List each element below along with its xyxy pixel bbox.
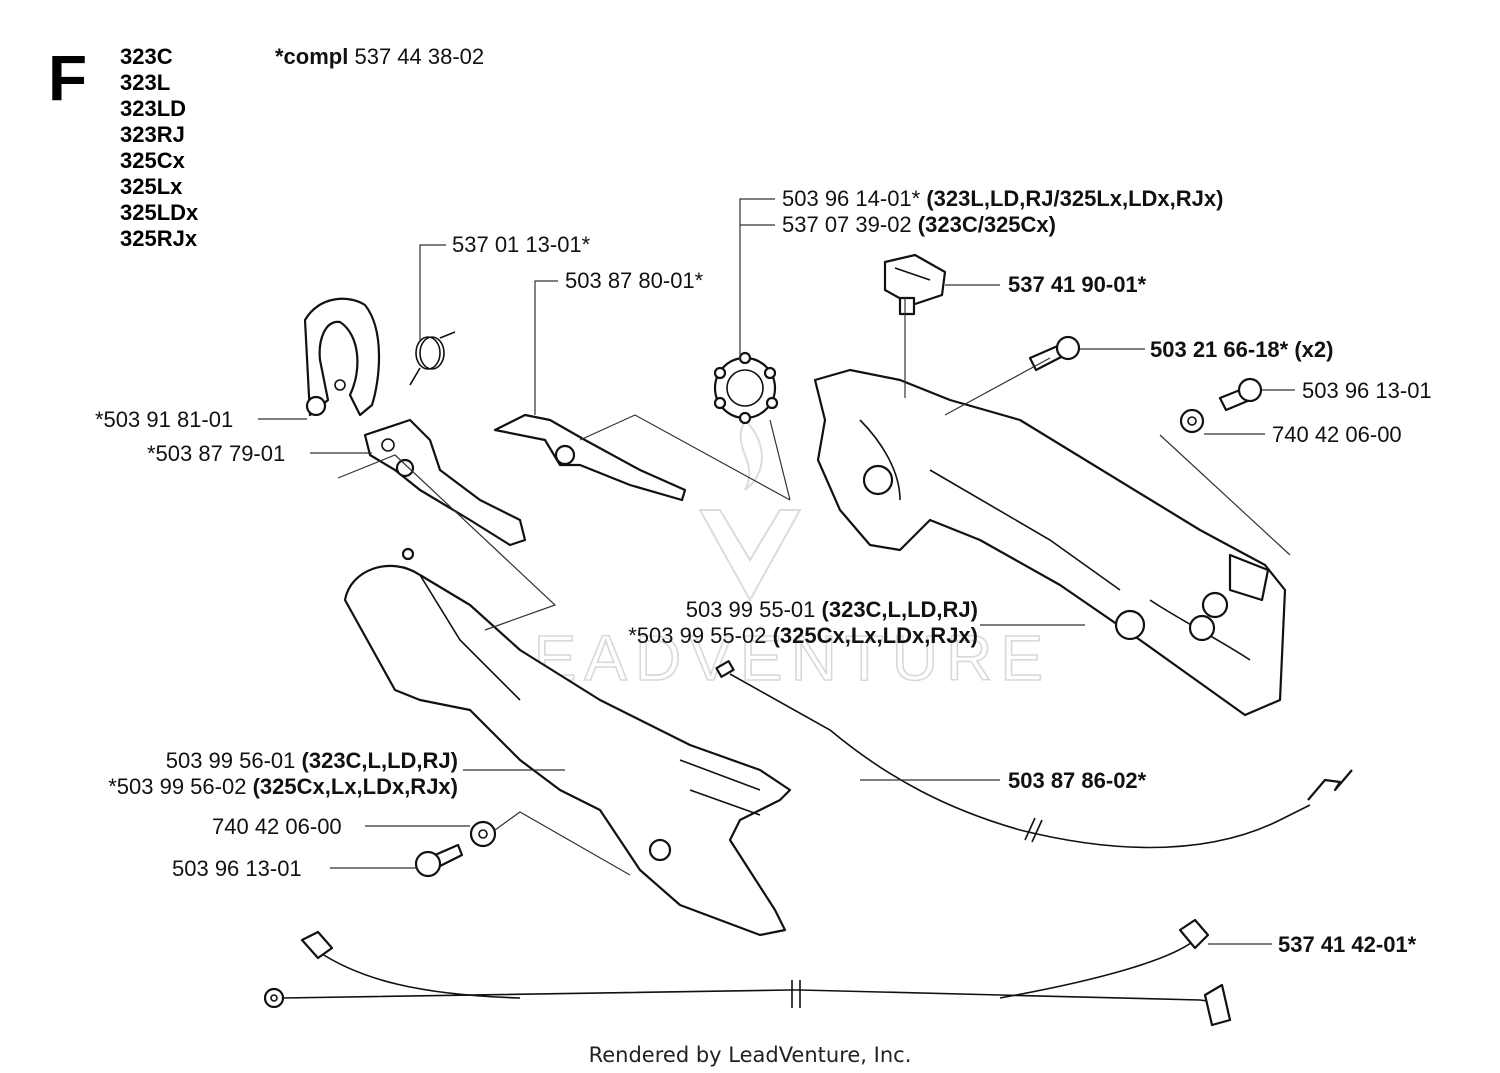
part-label-740420600: 740 42 06-00 [212, 814, 342, 839]
part-label-503961301: 503 96 13-01 [172, 856, 302, 881]
part-models: (325Cx,Lx,LDx,RJx) [253, 774, 458, 799]
model-item: 325RJx [120, 226, 198, 251]
part-label-537011301: 537 01 13-01* [452, 232, 591, 257]
spring-part [409, 331, 456, 386]
model-item: 323RJ [120, 122, 185, 147]
part-label-503877901: *503 87 79-01 [147, 441, 285, 466]
section-letter: F [48, 42, 87, 114]
part-number: 503 99 55-01 [686, 597, 816, 622]
part-number: *503 99 55-02 [628, 623, 766, 648]
stop-switch-part [883, 253, 947, 316]
washer-part [1179, 408, 1205, 434]
part-label-503216618: 503 21 66-18* (x2) [1150, 337, 1333, 362]
part-label-503995601: 503 99 56-01 (323C,L,LD,RJ) [166, 748, 458, 773]
model-item: 325Lx [120, 174, 183, 199]
throttle-trigger-part [363, 418, 527, 547]
footer-credit: Rendered by LeadVenture, Inc. [589, 1043, 912, 1067]
handle-shell-part [343, 547, 792, 937]
part-label-537419001: 537 41 90-01* [1008, 272, 1147, 297]
model-list: 323C 323L 323LD 323RJ 325Cx 325Lx 325LDx… [120, 44, 199, 251]
part-label-503995501: 503 99 55-01 (323C,L,LD,RJ) [686, 597, 978, 622]
part-number: 503 99 56-01 [166, 748, 296, 773]
watermark: LEADVENTURE [489, 418, 1051, 695]
part-models: (323L,LD,RJ/325Lx,LDx,RJx) [926, 186, 1223, 211]
part-label-503995602: *503 99 56-02 (325Cx,Lx,LDx,RJx) [108, 774, 458, 799]
part-models: (323C,L,LD,RJ) [822, 597, 978, 622]
handle-clamp-part [303, 297, 381, 417]
part-label-503878001: 503 87 80-01* [565, 268, 704, 293]
part-label-537414201: 537 41 42-01* [1278, 932, 1417, 957]
screw-part [1218, 377, 1263, 412]
part-number: 503 96 14-01* [782, 186, 921, 211]
part-models: (325Cx,Lx,LDx,RJx) [773, 623, 978, 648]
throttle-cable-part [715, 660, 1353, 849]
washer-part [469, 820, 497, 848]
part-number: *503 99 56-02 [108, 774, 246, 799]
compl-prefix: *compl [275, 44, 348, 69]
part-label-503995502: *503 99 55-02 (325Cx,Lx,LDx,RJx) [628, 623, 978, 648]
part-label-740420600: 740 42 06-00 [1272, 422, 1402, 447]
wiring-harness-part [263, 918, 1232, 1027]
part-number: 537 07 39-02 [782, 212, 912, 237]
part-label-537073902: 537 07 39-02 (323C/325Cx) [782, 212, 1056, 237]
part-models: (323C/325Cx) [918, 212, 1056, 237]
model-item: 325LDx [120, 200, 199, 225]
compl-label: *compl 537 44 38-02 [275, 44, 484, 69]
model-item: 323C [120, 44, 173, 69]
handle-half-part [813, 368, 1287, 717]
model-item: 323L [120, 70, 170, 95]
part-label-503961401: 503 96 14-01* (323L,LD,RJ/325Lx,LDx,RJx) [782, 186, 1223, 211]
leader-lines [258, 198, 1295, 945]
part-label-503961301: 503 96 13-01 [1302, 378, 1432, 403]
ring-nut-part [713, 351, 779, 425]
part-models: (323C,L,LD,RJ) [302, 748, 458, 773]
screw-part [414, 843, 464, 878]
model-item: 323LD [120, 96, 186, 121]
watermark-text: LEADVENTURE [490, 622, 1051, 694]
compl-number: 537 44 38-02 [354, 44, 484, 69]
part-label-503918101: *503 91 81-01 [95, 407, 233, 432]
model-item: 325Cx [120, 148, 186, 173]
lockout-lever-part [493, 413, 687, 502]
part-label-503878602: 503 87 86-02* [1008, 768, 1147, 793]
